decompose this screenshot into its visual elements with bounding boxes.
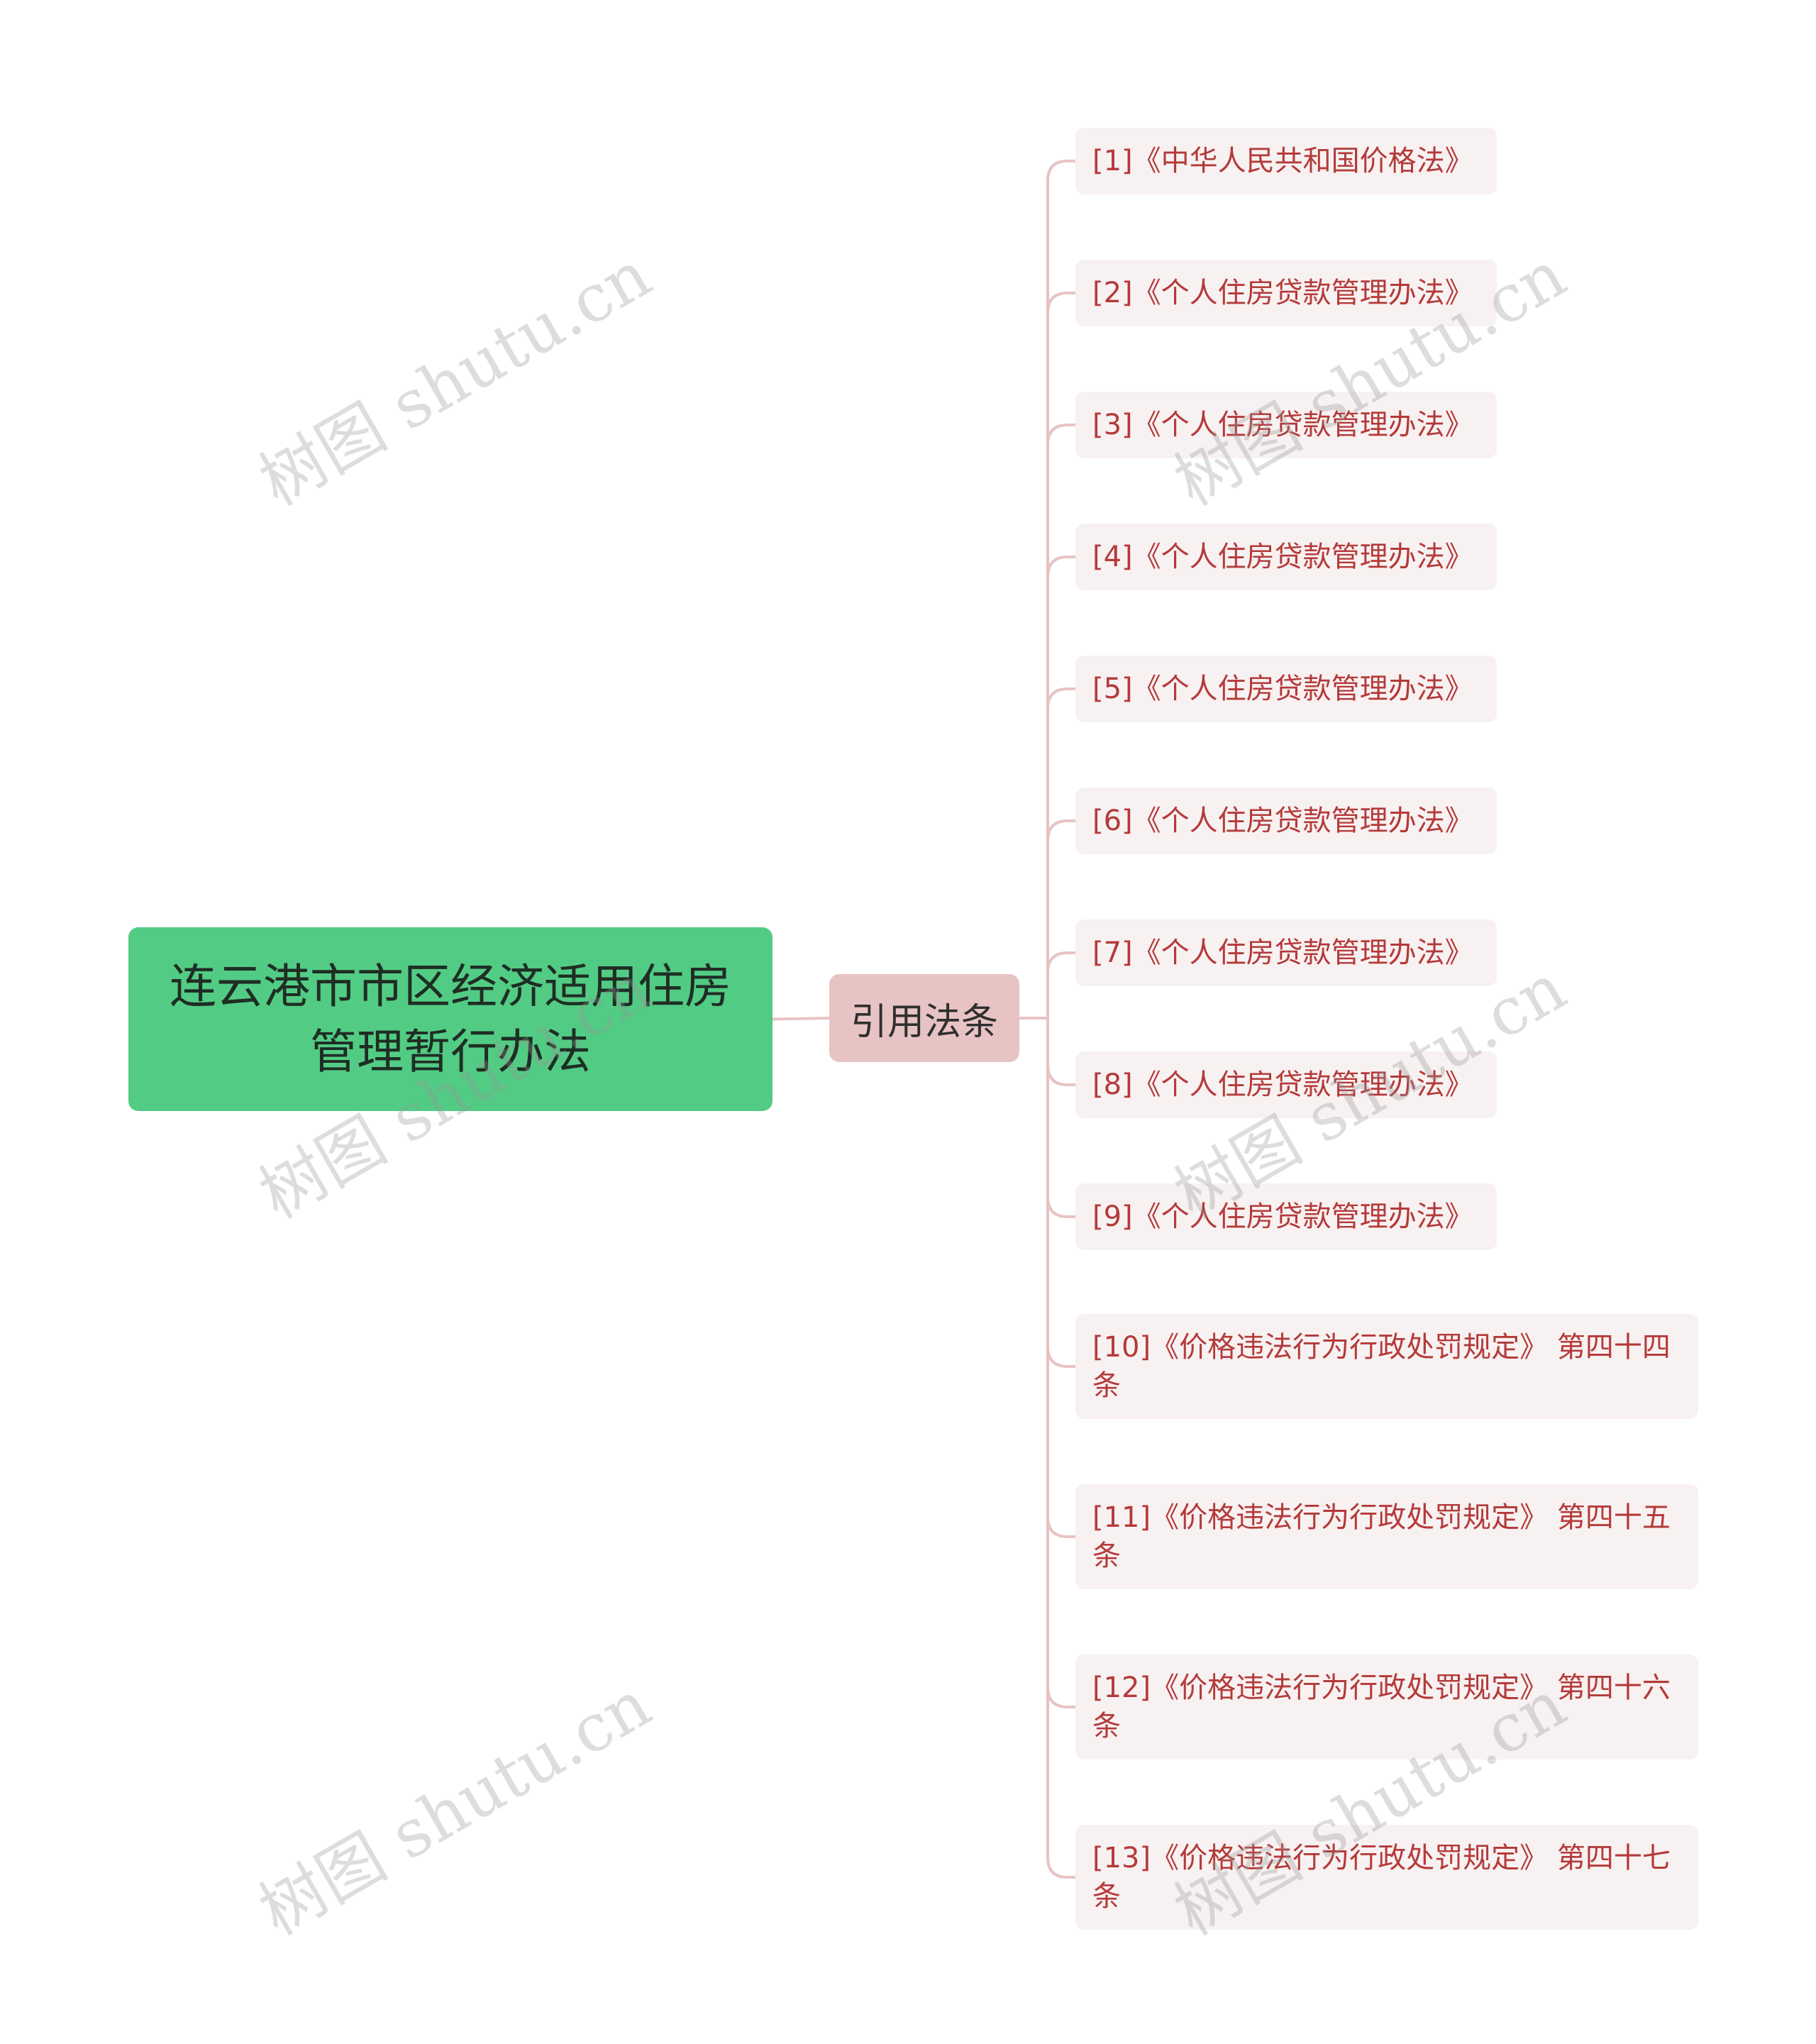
- leaf-node-label: [2]《个人住房贷款管理办法》: [1092, 277, 1473, 309]
- leaf-node[interactable]: [5]《个人住房贷款管理办法》: [1075, 656, 1497, 722]
- branch-node-label: 引用法条: [850, 1000, 998, 1044]
- leaf-node-label: [8]《个人住房贷款管理办法》: [1092, 1068, 1473, 1101]
- leaf-node-label: [12]《价格违法行为行政处罚规定》 第四十六条: [1092, 1672, 1671, 1742]
- leaf-node[interactable]: [1]《中华人民共和国价格法》: [1075, 128, 1497, 194]
- branch-to-leaf-connector: [1046, 556, 1075, 1018]
- leaf-node-label: [10]《价格违法行为行政处罚规定》 第四十四条: [1092, 1331, 1671, 1402]
- branch-to-leaf-connector: [1046, 292, 1075, 1018]
- leaf-node[interactable]: [12]《价格违法行为行政处罚规定》 第四十六条: [1075, 1654, 1698, 1760]
- leaf-node[interactable]: [11]《价格违法行为行政处罚规定》 第四十五条: [1075, 1484, 1698, 1589]
- leaf-node[interactable]: [4]《个人住房贷款管理办法》: [1075, 524, 1497, 590]
- branch-node-cited-laws[interactable]: 引用法条: [829, 974, 1019, 1062]
- branch-to-leaf-connector: [1046, 1018, 1075, 1538]
- root-node-label: 连云港市市区经济适用住房管理暂行办法: [170, 959, 731, 1079]
- branch-to-leaf-connector: [1046, 687, 1075, 1018]
- leaf-node[interactable]: [9]《个人住房贷款管理办法》: [1075, 1183, 1497, 1250]
- leaf-node-label: [9]《个人住房贷款管理办法》: [1092, 1200, 1473, 1233]
- branch-to-leaf-connector: [1046, 951, 1075, 1018]
- leaf-node-label: [3]《个人住房贷款管理办法》: [1092, 409, 1473, 441]
- leaf-node[interactable]: [10]《价格违法行为行政处罚规定》 第四十四条: [1075, 1314, 1698, 1419]
- leaf-node-label: [4]《个人住房贷款管理办法》: [1092, 541, 1473, 573]
- leaf-node-label: [13]《价格违法行为行政处罚规定》 第四十七条: [1092, 1842, 1671, 1913]
- leaf-node[interactable]: [3]《个人住房贷款管理办法》: [1075, 392, 1497, 458]
- leaf-node-label: [7]《个人住房贷款管理办法》: [1092, 937, 1473, 969]
- branch-to-leaf-connector: [1046, 819, 1075, 1018]
- branch-to-leaf-connector: [1046, 424, 1075, 1018]
- branch-to-leaf-connector: [1046, 1018, 1075, 1218]
- leaf-node-label: [1]《中华人民共和国价格法》: [1092, 145, 1473, 177]
- leaf-node[interactable]: [6]《个人住房贷款管理办法》: [1075, 788, 1497, 854]
- leaf-node[interactable]: [2]《个人住房贷款管理办法》: [1075, 260, 1497, 326]
- leaf-node[interactable]: [7]《个人住房贷款管理办法》: [1075, 919, 1497, 986]
- leaf-node-label: [5]《个人住房贷款管理办法》: [1092, 673, 1473, 705]
- branch-to-leaf-connector: [1046, 160, 1075, 1018]
- leaf-node-label: [11]《价格违法行为行政处罚规定》 第四十五条: [1092, 1501, 1671, 1572]
- leaf-node[interactable]: [8]《个人住房贷款管理办法》: [1075, 1051, 1497, 1118]
- leaf-node-label: [6]《个人住房贷款管理办法》: [1092, 805, 1473, 837]
- root-node[interactable]: 连云港市市区经济适用住房管理暂行办法: [128, 927, 773, 1111]
- branch-to-leaf-connector: [1046, 1018, 1075, 1879]
- root-to-branch-connector: [772, 1017, 830, 1021]
- branch-to-leaf-connector: [1046, 1018, 1075, 1368]
- branch-to-leaf-connector: [1046, 1018, 1075, 1086]
- leaf-node[interactable]: [13]《价格违法行为行政处罚规定》 第四十七条: [1075, 1825, 1698, 1930]
